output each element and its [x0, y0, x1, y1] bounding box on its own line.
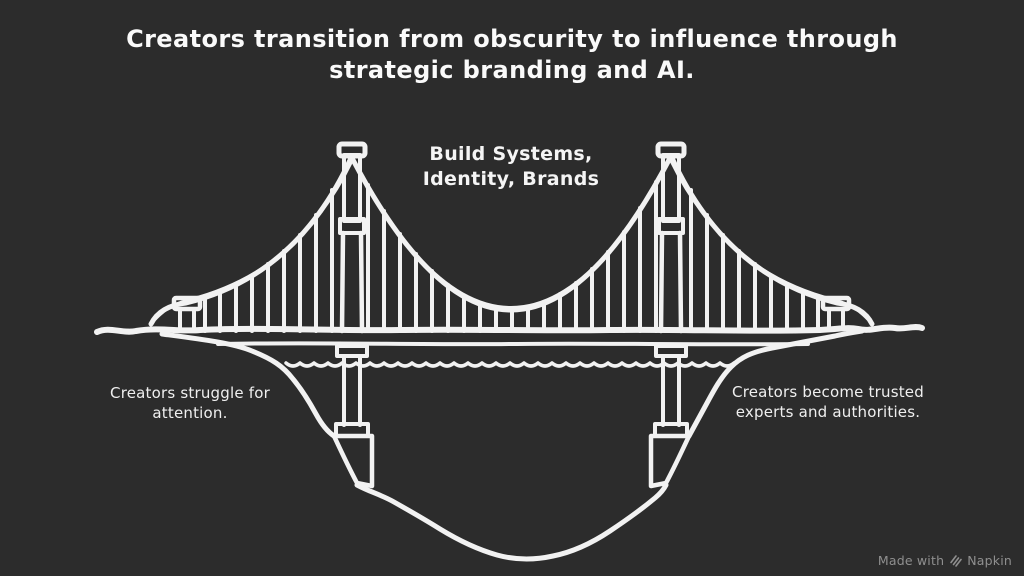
left-pier-footing	[331, 433, 375, 489]
bridge-center-label-line1: Build Systems,	[429, 143, 593, 165]
diagram-title-line1: Creators transition from obscurity to in…	[126, 25, 898, 53]
diagram-title-line2: strategic branding and AI.	[329, 56, 695, 84]
diagram-title: Creators transition from obscurity to in…	[0, 24, 1024, 86]
water-line	[284, 361, 736, 368]
main-cables	[148, 155, 875, 327]
anchor-posts	[171, 295, 852, 331]
bridge-center-label: Build Systems, Identity, Brands	[423, 142, 599, 192]
canyon-terrain	[159, 328, 865, 562]
right-side-label: Creators become trusted experts and auth…	[732, 382, 924, 422]
bridge-towers	[334, 141, 689, 438]
left-side-label: Creators struggle for attention.	[110, 383, 270, 423]
watermark: Made with Napkin	[878, 553, 1012, 568]
right-pier-footing	[648, 433, 692, 489]
watermark-prefix: Made with	[877, 553, 945, 568]
napkin-logo-icon	[950, 555, 963, 567]
deck-underside-line	[216, 341, 810, 347]
left-side-label-line2: attention.	[152, 404, 228, 422]
bridge-center-label-line2: Identity, Brands	[422, 168, 600, 190]
right-side-label-line2: experts and authorities.	[735, 403, 921, 421]
watermark-brand: Napkin	[967, 553, 1012, 568]
left-side-label-line1: Creators struggle for	[110, 384, 270, 402]
suspender-cables	[203, 180, 820, 333]
right-side-label-line1: Creators become trusted	[732, 383, 924, 401]
